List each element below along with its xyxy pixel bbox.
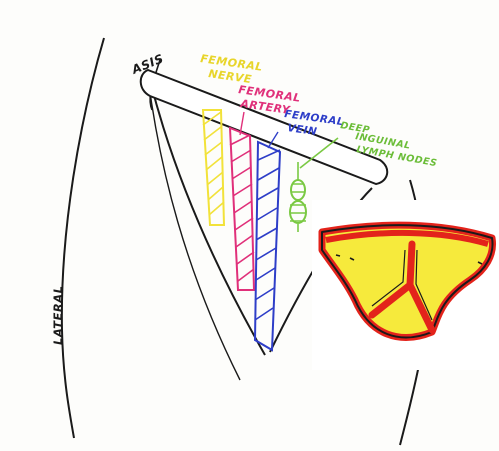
femoral-artery: [230, 128, 254, 290]
femoral-vein: [255, 142, 280, 350]
lateral-label: LATERAL: [51, 286, 65, 345]
femoral-nerve: [203, 110, 224, 225]
thigh-outline-lateral: [62, 38, 104, 438]
